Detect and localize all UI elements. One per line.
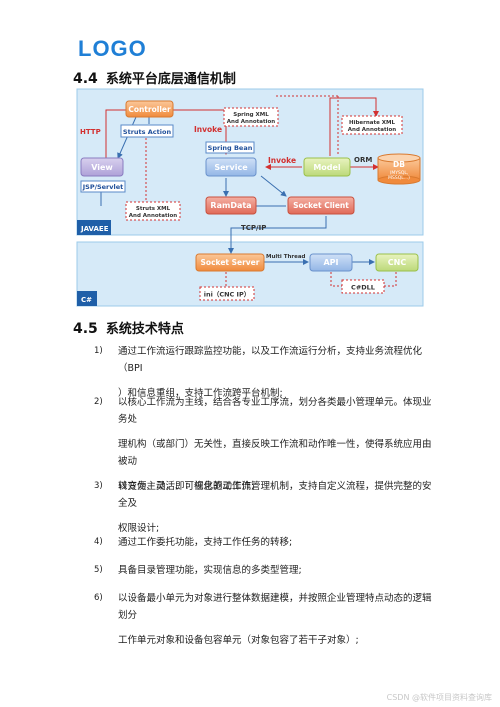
section-title: 系统技术特点 xyxy=(105,322,184,337)
tcpip-arrow xyxy=(228,216,327,254)
csharp-dll-label: C#DLL xyxy=(351,284,375,292)
list-item-number: 5) xyxy=(94,565,103,575)
list-item: 4) 通过工作委托功能，支持工作任务的转移; xyxy=(94,534,438,551)
model-box xyxy=(303,157,351,177)
list-item-line: 通过工作委托功能，支持工作任务的转移; xyxy=(118,537,293,548)
list-item-line: 以核心工作流为主线，结合各专业工序流，划分各类最小管理单元。体现业务处 xyxy=(118,397,432,425)
hibernate-line1: Hibernate XML xyxy=(349,120,395,126)
service-label: Service xyxy=(214,163,248,172)
socket-server-label: Socket Server xyxy=(201,258,260,267)
javaee-label: JAVAEE xyxy=(80,225,109,233)
api-label: API xyxy=(323,258,338,267)
hibernate-arrow xyxy=(329,97,379,156)
list-item-line: 以设备最小单元为对象进行整体数据建模，并按照企业管理特点动态的逻辑划分 xyxy=(118,593,432,621)
multi-thread-label: Multi Thread xyxy=(266,254,306,260)
socket-client-label: Socket Client xyxy=(293,201,349,210)
list-item: 2) 以核心工作流为主线，结合各专业工序流，划分各类最小管理单元。体现业务处 理… xyxy=(94,394,438,495)
db-label: DB xyxy=(393,160,405,169)
list-item-number: 2) xyxy=(94,397,103,407)
list-item-line: 理机构（或部门）无关性，直接反映工作流和动作唯一性，使得系统应用由被动 xyxy=(118,439,432,467)
hibernate-line2: And Annotation xyxy=(348,127,397,133)
ini-label: ini（CNC IP） xyxy=(204,291,251,299)
csharp-dll-box xyxy=(341,279,385,294)
list-item-line: 具备目录管理功能，实现信息的多类型管理; xyxy=(118,565,302,576)
list-item-line: ）和信息重组，支持工作流跨平台机制; xyxy=(118,388,283,399)
list-item-line: 转变为主动，即：信息驱动工作; xyxy=(118,481,255,492)
db-sub1: (MYSQL, xyxy=(390,170,409,176)
cnc-box xyxy=(375,253,419,272)
csharp-label: C# xyxy=(81,296,92,304)
list-item-number: 1) xyxy=(94,346,103,356)
dll-dashed-line xyxy=(330,272,344,287)
list-item-line: 通过工作流运行跟踪监控功能，以及工作流运行分析，支持业务流程优化（BPI xyxy=(118,346,423,374)
list-item-line: 权限设计; xyxy=(118,523,160,534)
csharp-tag xyxy=(77,291,97,306)
watermark: CSDN @软件项目资料查询库 xyxy=(386,693,492,702)
invoke-label-2: Invoke xyxy=(268,156,296,165)
ramdata-label: RamData xyxy=(210,201,251,210)
spring-bean-label: Spring Bean xyxy=(208,144,253,152)
section-heading-4-5: 4.5 系统技术特点 xyxy=(73,318,184,337)
socket-server-box xyxy=(195,253,265,272)
list-item-number: 4) xyxy=(94,537,103,547)
controller-box xyxy=(125,100,174,118)
view-label: View xyxy=(91,163,113,172)
view-box xyxy=(80,157,124,177)
section-number: 4.4 xyxy=(73,71,98,87)
struts-xml-line1: Struts XML xyxy=(136,206,171,212)
section-title: 系统平台底层通信机制 xyxy=(105,72,236,87)
orm-label: ORM xyxy=(354,156,372,164)
invoke-label-1: Invoke xyxy=(194,125,222,134)
javaee-tag xyxy=(77,220,111,235)
section-heading-4-4: 4.4 系统平台底层通信机制 xyxy=(73,68,236,87)
tcpip-label: TCP/IP xyxy=(241,224,266,232)
spring-bean-box xyxy=(205,141,255,154)
list-item-number: 3) xyxy=(94,481,103,491)
hibernate-xml-box xyxy=(341,115,403,135)
jsp-servlet-box xyxy=(80,180,126,193)
section-number: 4.5 xyxy=(73,321,98,337)
dll-dashed-line-2 xyxy=(382,272,397,287)
struts-action-label: Struts Action xyxy=(123,128,172,136)
cnc-label: CNC xyxy=(388,258,407,267)
architecture-diagram: JAVAEE C# Controller Struts Action HTTP … xyxy=(76,88,424,307)
controller-label: Controller xyxy=(128,105,171,114)
list-item-line: 以方便、灵活、可视化的工作流管理机制，支持自定义流程，提供完整的安全及 xyxy=(118,481,432,509)
list-item-number: 6) xyxy=(94,593,103,603)
socket-client-box xyxy=(287,196,355,215)
database-icon xyxy=(377,153,421,185)
list-item: 6) 以设备最小单元为对象进行整体数据建模，并按照企业管理特点动态的逻辑划分 工… xyxy=(94,590,438,649)
service-socket-arrow xyxy=(260,175,287,197)
http-label: HTTP xyxy=(80,128,101,136)
model-label: Model xyxy=(313,163,341,172)
struts-action-box xyxy=(120,124,174,138)
list-item: 3) 以方便、灵活、可视化的工作流管理机制，支持自定义流程，提供完整的安全及 权… xyxy=(94,478,438,537)
api-box xyxy=(309,253,353,272)
logo: LOGO xyxy=(78,36,147,61)
ramdata-box xyxy=(205,196,257,215)
db-sub2: MSSQL...) xyxy=(388,175,410,181)
spring-xml-box xyxy=(223,107,279,127)
jsp-servlet-label: JSP/Servlet xyxy=(82,183,124,191)
service-box xyxy=(205,157,257,177)
list-item: 1) 通过工作流运行跟踪监控功能，以及工作流运行分析，支持业务流程优化（BPI … xyxy=(94,343,438,402)
struts-xml-box xyxy=(125,201,181,221)
spring-xml-line1: Spring XML xyxy=(233,112,269,118)
list-item-line: 工作单元对象和设备包容单元（对象包容了若干子对象）; xyxy=(118,635,359,646)
ini-box xyxy=(199,286,255,301)
struts-xml-line2: And Annotation xyxy=(129,213,178,219)
spring-xml-line2: And Annotation xyxy=(227,119,276,125)
list-item: 5) 具备目录管理功能，实现信息的多类型管理; xyxy=(94,562,438,579)
